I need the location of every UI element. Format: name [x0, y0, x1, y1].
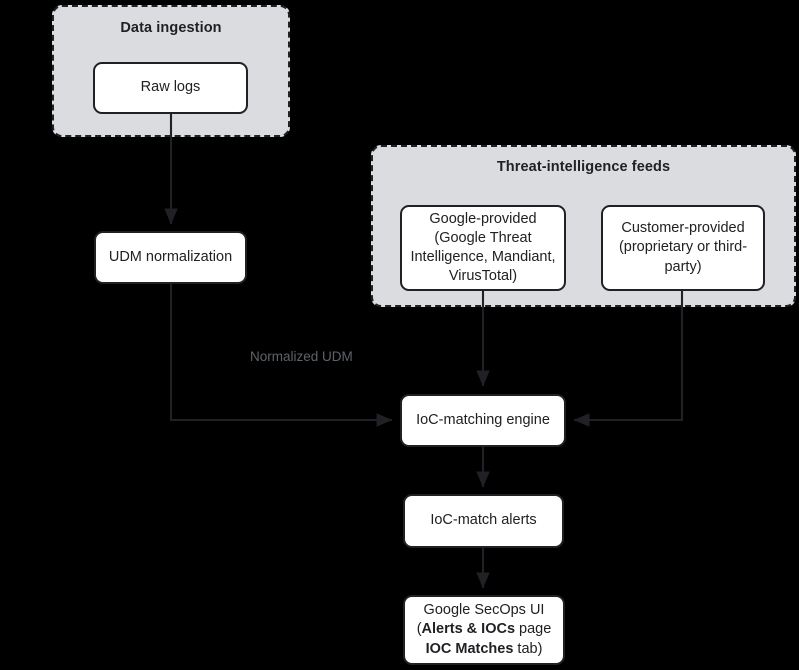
- node-ioc-matching-engine-label: IoC-matching engine: [416, 411, 550, 428]
- node-customer-provided-feed-line-3: party): [664, 258, 702, 275]
- node-google-secops-ui-line-2-prefix: (: [416, 621, 422, 638]
- node-udm-normalization-label: UDM normalization: [108, 248, 233, 265]
- node-google-provided-feed-line-4: VirusTotal): [448, 268, 518, 285]
- node-google-secops-ui[interactable]: Google SecOps UI (Alerts & IOCs page IOC…: [403, 595, 565, 665]
- node-ioc-match-alerts-label: IoC-match alerts: [430, 512, 537, 529]
- node-customer-provided-feed-line-2: (proprietary or third-: [618, 239, 748, 256]
- edge-customer-provided-to-ioc-matching-engine: [573, 291, 684, 427]
- node-google-provided-feed-label: Google-provided (Google Threat Intellige…: [408, 210, 558, 287]
- node-customer-provided-feed-line-1: Customer-provided: [621, 220, 745, 237]
- node-google-secops-ui-alerts-iocs-page: Alerts & IOCs: [421, 621, 516, 638]
- node-google-provided-feed-line-3: Intelligence, Mandiant,: [410, 249, 556, 265]
- node-raw-logs-label: Raw logs: [140, 79, 201, 96]
- node-customer-provided-feed-label: Customer-provided (proprietary or third-…: [609, 219, 757, 276]
- node-udm-normalization[interactable]: UDM normalization: [94, 231, 247, 284]
- node-ioc-matching-engine[interactable]: IoC-matching engine: [400, 394, 566, 447]
- node-raw-logs[interactable]: Raw logs: [93, 62, 248, 114]
- node-google-secops-ui-label: Google SecOps UI (Alerts & IOCs page IOC…: [411, 601, 557, 658]
- node-google-secops-ui-line-3-rest: tab): [513, 640, 543, 657]
- node-customer-provided-feed[interactable]: Customer-provided (proprietary or third-…: [601, 205, 765, 291]
- cluster-data-ingestion-label: Data ingestion: [120, 20, 222, 36]
- node-google-provided-feed[interactable]: Google-provided (Google Threat Intellige…: [400, 205, 566, 291]
- cluster-threat-intelligence-feeds-label: Threat-intelligence feeds: [496, 159, 671, 175]
- node-google-provided-feed-line-1: Google-provided: [429, 210, 537, 227]
- node-google-secops-ui-ioc-matches-tab: IOC Matches: [425, 640, 514, 657]
- node-google-provided-feed-line-2: (Google Threat: [434, 229, 532, 246]
- node-google-secops-ui-line-2-rest: page: [515, 621, 552, 638]
- node-ioc-match-alerts[interactable]: IoC-match alerts: [403, 494, 564, 548]
- node-google-secops-ui-line-1: Google SecOps UI: [423, 602, 545, 619]
- edge-label-normalized-udm: Normalized UDM: [250, 349, 353, 364]
